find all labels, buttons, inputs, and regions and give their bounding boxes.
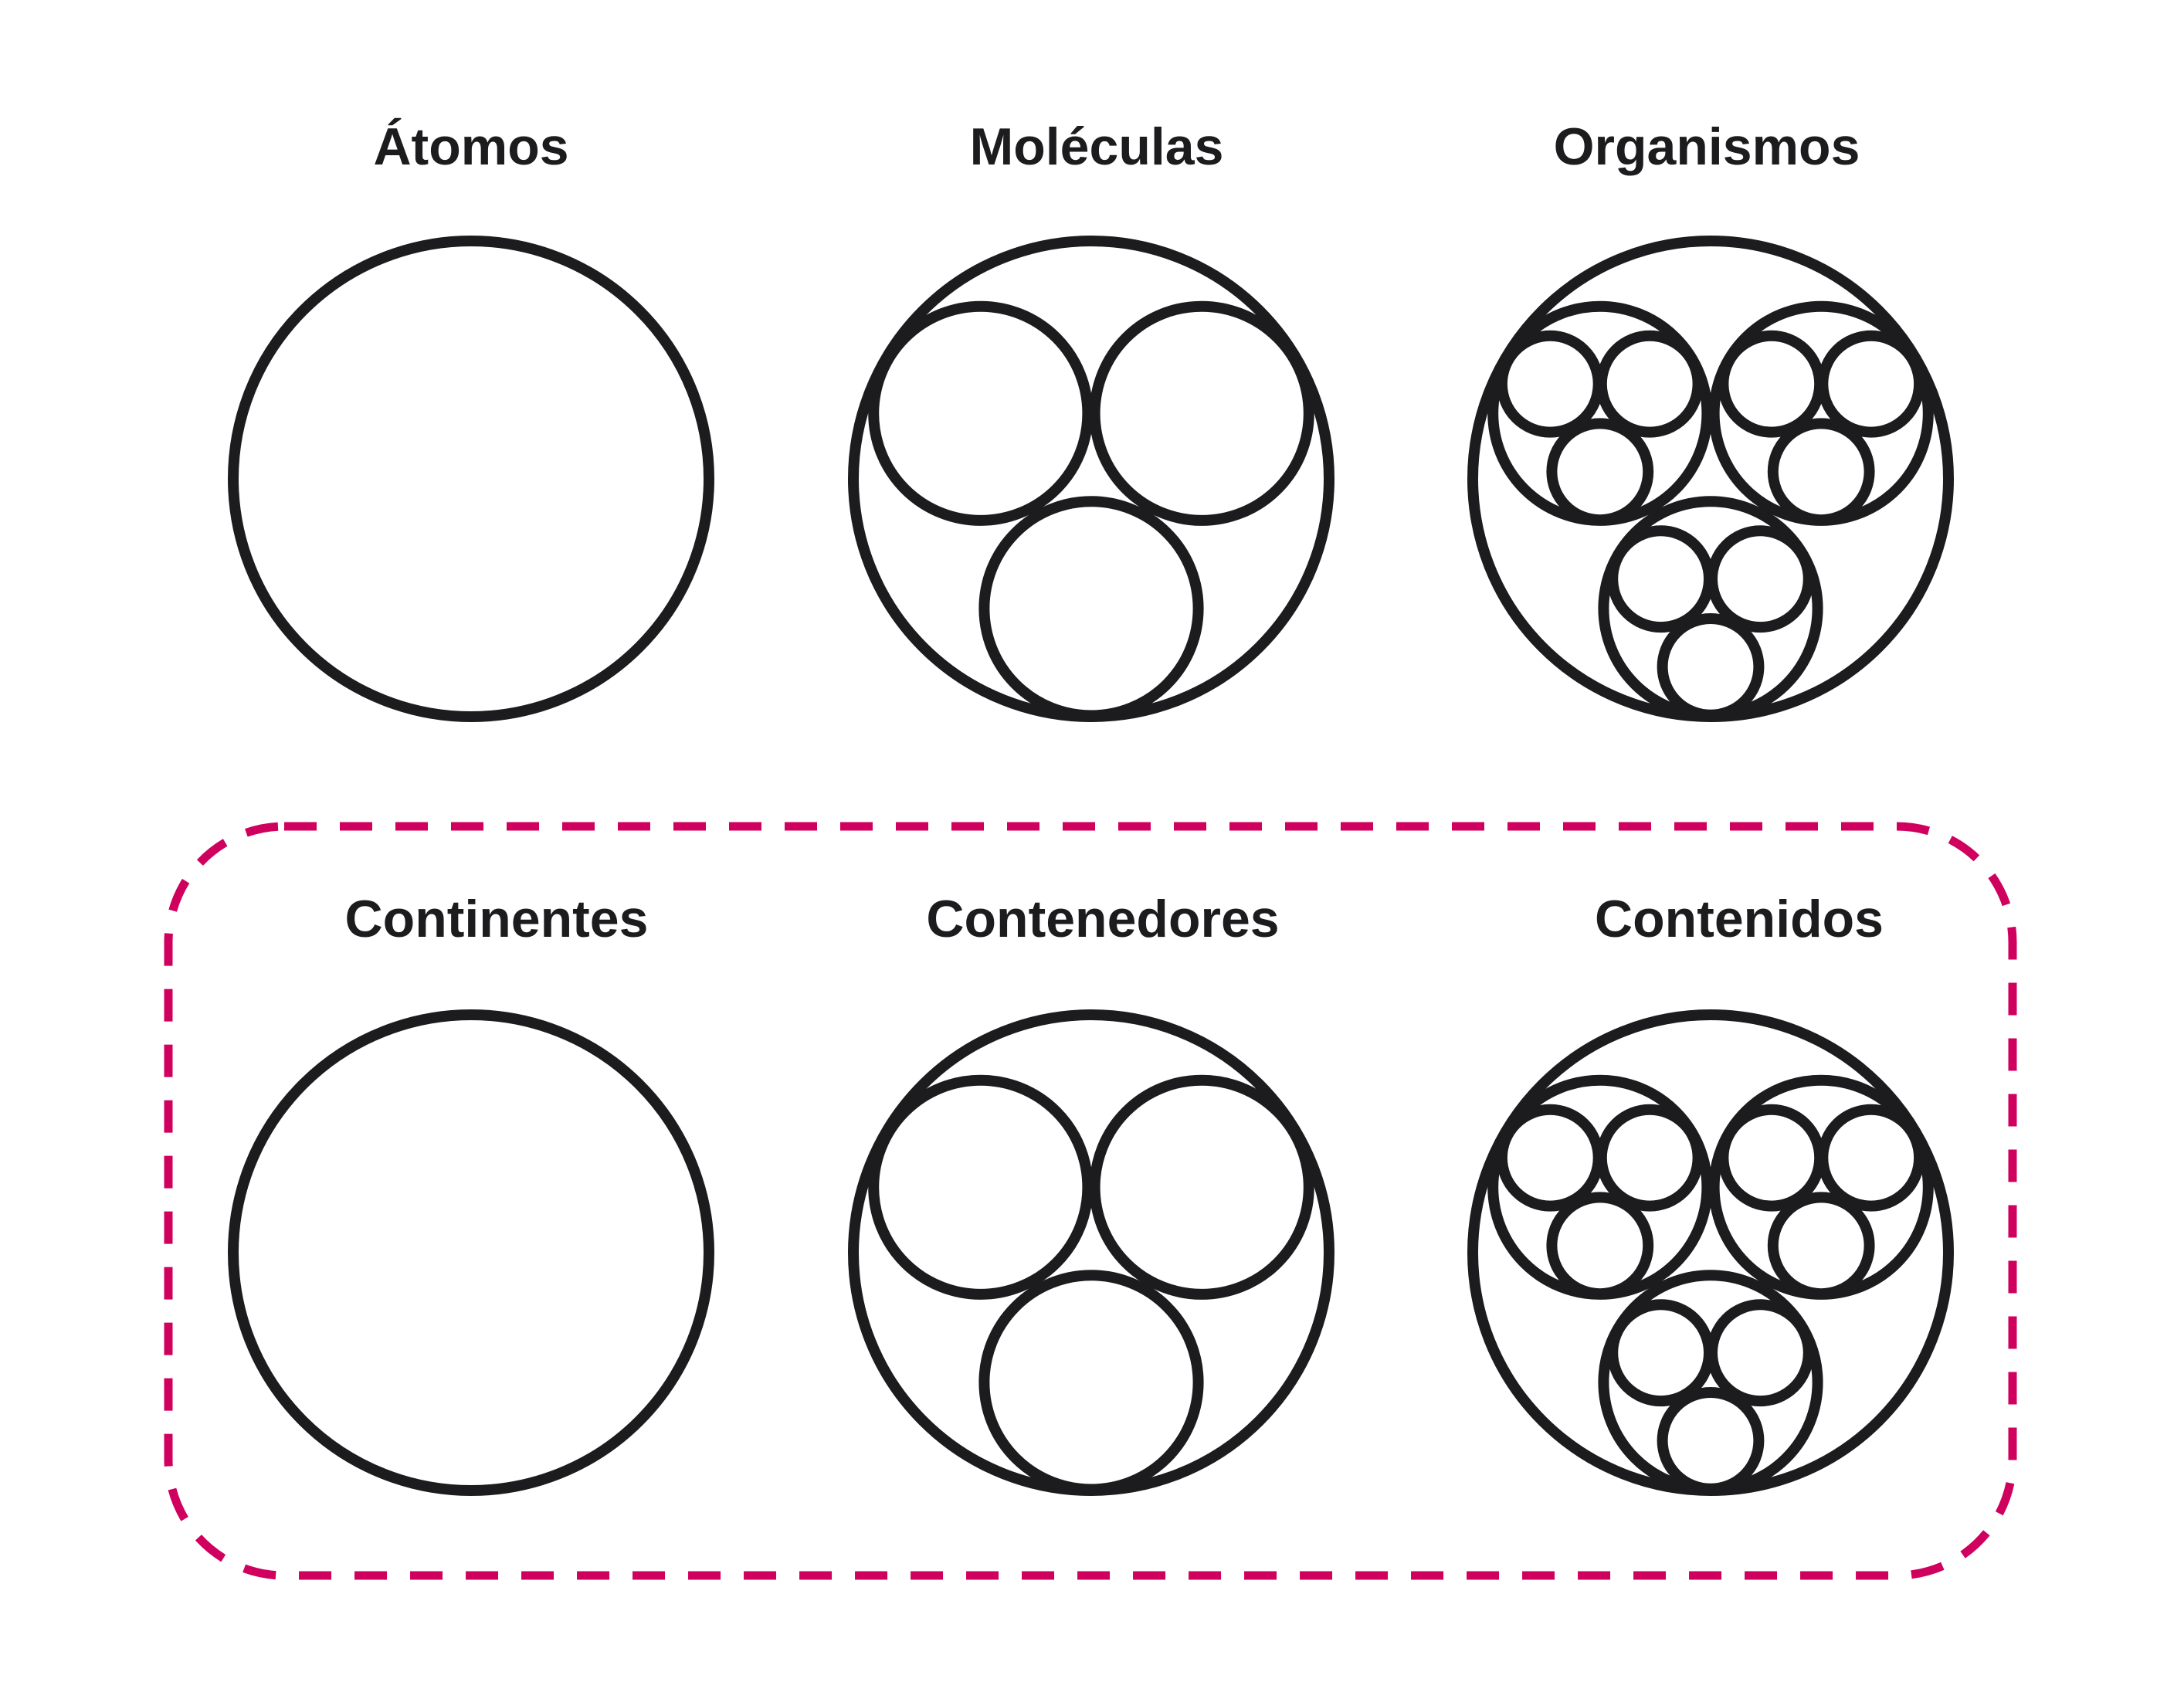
atom-circle [978,1270,1204,1495]
label-continentes: Continentes [344,890,649,948]
organism-outer-circle [1467,1009,1954,1496]
atom-circle [1707,525,1814,633]
molecule-diagram-contenedores [848,1009,1334,1496]
organism-diagram-organismos [1467,236,1954,722]
label-contenedores: Contenedores [926,890,1280,948]
atom-circle [1707,1299,1814,1407]
atom-circle [228,1009,714,1496]
molecule-diagram-moleculas [848,236,1334,722]
molecule-outer-circle [848,236,1334,722]
atom-circle [868,300,1094,526]
atom-circle [1607,1299,1715,1407]
atom-diagram-atomos [228,236,714,722]
label-contenidos: Contenidos [1595,890,1884,948]
organism-diagram-contenidos [1467,1009,1954,1496]
atom-circle [1496,330,1604,438]
atom-circle [1496,1104,1604,1212]
atom-circle [1817,330,1925,438]
atom-circle [1767,1192,1875,1300]
atom-circle [1657,1387,1765,1494]
atom-circle [868,1074,1094,1300]
label-atomos: Átomos [373,117,569,176]
atom-circle [1596,1104,1704,1212]
organism-outer-circle [1467,236,1954,722]
label-moleculas: Moléculas [969,117,1224,176]
atom-circle [1546,1192,1654,1300]
atom-circle [1767,418,1875,526]
atom-circle [1546,418,1654,526]
atom-circle [978,496,1204,721]
atom-circle [1089,1074,1314,1300]
atom-circle [1596,330,1704,438]
atom-circle [1089,300,1314,526]
atom-circle [1817,1104,1925,1212]
atom-diagram-continentes [228,1009,714,1496]
atom-circle [1657,613,1765,721]
atom-circle [228,236,714,722]
label-organismos: Organismos [1553,117,1860,176]
molecule-outer-circle [848,1009,1334,1496]
atom-circle [1607,525,1715,633]
highlight-dashed-box [164,822,2017,1580]
atom-circle [1718,1104,1826,1212]
atom-circle [1718,330,1826,438]
